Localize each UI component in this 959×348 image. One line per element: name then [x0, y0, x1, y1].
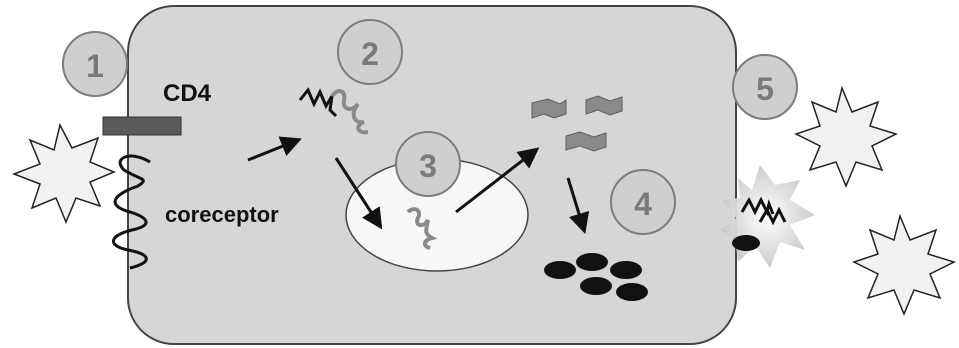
protein-fragment-icon [585, 95, 623, 116]
step-badge-4: 4 [610, 169, 676, 235]
step-number: 5 [756, 71, 774, 107]
arrow-icon [455, 147, 540, 214]
rna-strand-icon [740, 196, 775, 217]
rna-strand-icon [406, 207, 438, 250]
step-badge-2: 2 [337, 19, 403, 85]
arrow-icon [566, 177, 590, 235]
rna-strand-icon [298, 87, 338, 118]
step-number: 1 [86, 48, 104, 84]
arrow-icon [247, 136, 302, 162]
coreceptor [112, 154, 151, 270]
coreceptor-label: coreceptor [165, 202, 279, 227]
protein-fragment-icon [565, 131, 607, 152]
virus-icon [852, 213, 957, 316]
step-number: 3 [419, 148, 437, 184]
protein-particle-icon [732, 235, 760, 251]
protein-fragment-icon [531, 98, 567, 119]
step-badge-1: 1 [62, 31, 128, 97]
virus-icon [794, 85, 899, 188]
rna-strand-icon [758, 206, 787, 226]
step-number: 4 [634, 186, 652, 222]
step-badge-5: 5 [732, 54, 798, 120]
virus-icon [11, 122, 116, 224]
step-number: 2 [361, 36, 379, 72]
cd4-label: CD4 [163, 80, 212, 107]
protein-particle-icon [544, 253, 648, 301]
arrow-icon [334, 157, 383, 230]
cd4-receptor [102, 116, 182, 136]
rna-strand-icon [330, 89, 369, 135]
step-badge-3: 3 [395, 131, 461, 197]
